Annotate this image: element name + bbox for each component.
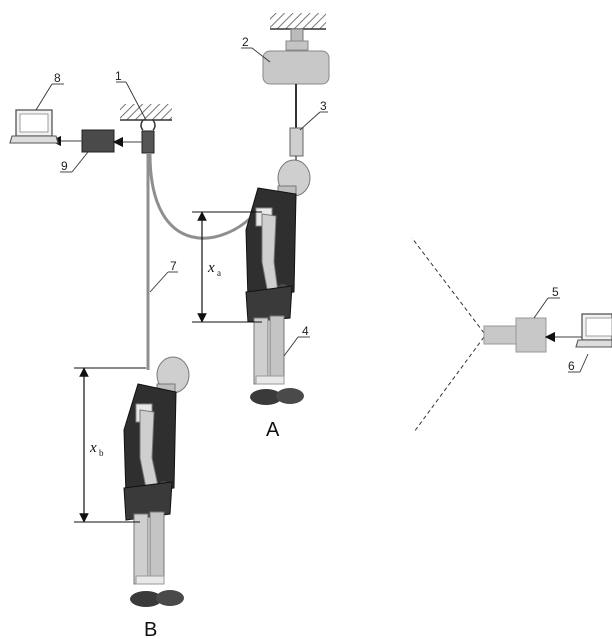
dimension-xa <box>192 211 262 323</box>
dummy-b <box>123 356 190 607</box>
label-3: 3 <box>320 99 327 113</box>
ceiling-mount-right <box>270 13 326 30</box>
label-9: 9 <box>61 159 68 173</box>
laptop-computer-right <box>575 313 612 348</box>
label-5: 5 <box>552 285 559 299</box>
drop-mechanism <box>262 28 330 85</box>
dimension-xb-var: x <box>89 440 97 456</box>
dummy-a <box>245 159 311 405</box>
leader-lines <box>35 47 589 373</box>
dimension-xa-sub: a <box>217 268 221 278</box>
rope-curve <box>148 153 260 240</box>
label-4: 4 <box>302 324 309 338</box>
dimension-xb-sub: b <box>99 448 104 458</box>
label-8: 8 <box>54 71 61 85</box>
high-speed-camera <box>483 317 547 353</box>
label-7: 7 <box>170 259 177 273</box>
dimension-xa-var: x <box>207 260 215 276</box>
label-1: 1 <box>115 69 122 83</box>
ceiling-mount-left <box>120 104 172 121</box>
label-6: 6 <box>568 359 575 373</box>
camera-field-of-view <box>411 237 485 433</box>
position-b-label: B <box>144 619 157 639</box>
position-a-label: A <box>266 419 280 441</box>
tension-sensor <box>140 119 156 154</box>
label-2: 2 <box>242 35 249 49</box>
signal-amplifier <box>81 129 115 153</box>
dimension-xb <box>74 367 146 523</box>
force-sensor <box>289 127 304 157</box>
laptop-computer-left <box>9 109 59 144</box>
